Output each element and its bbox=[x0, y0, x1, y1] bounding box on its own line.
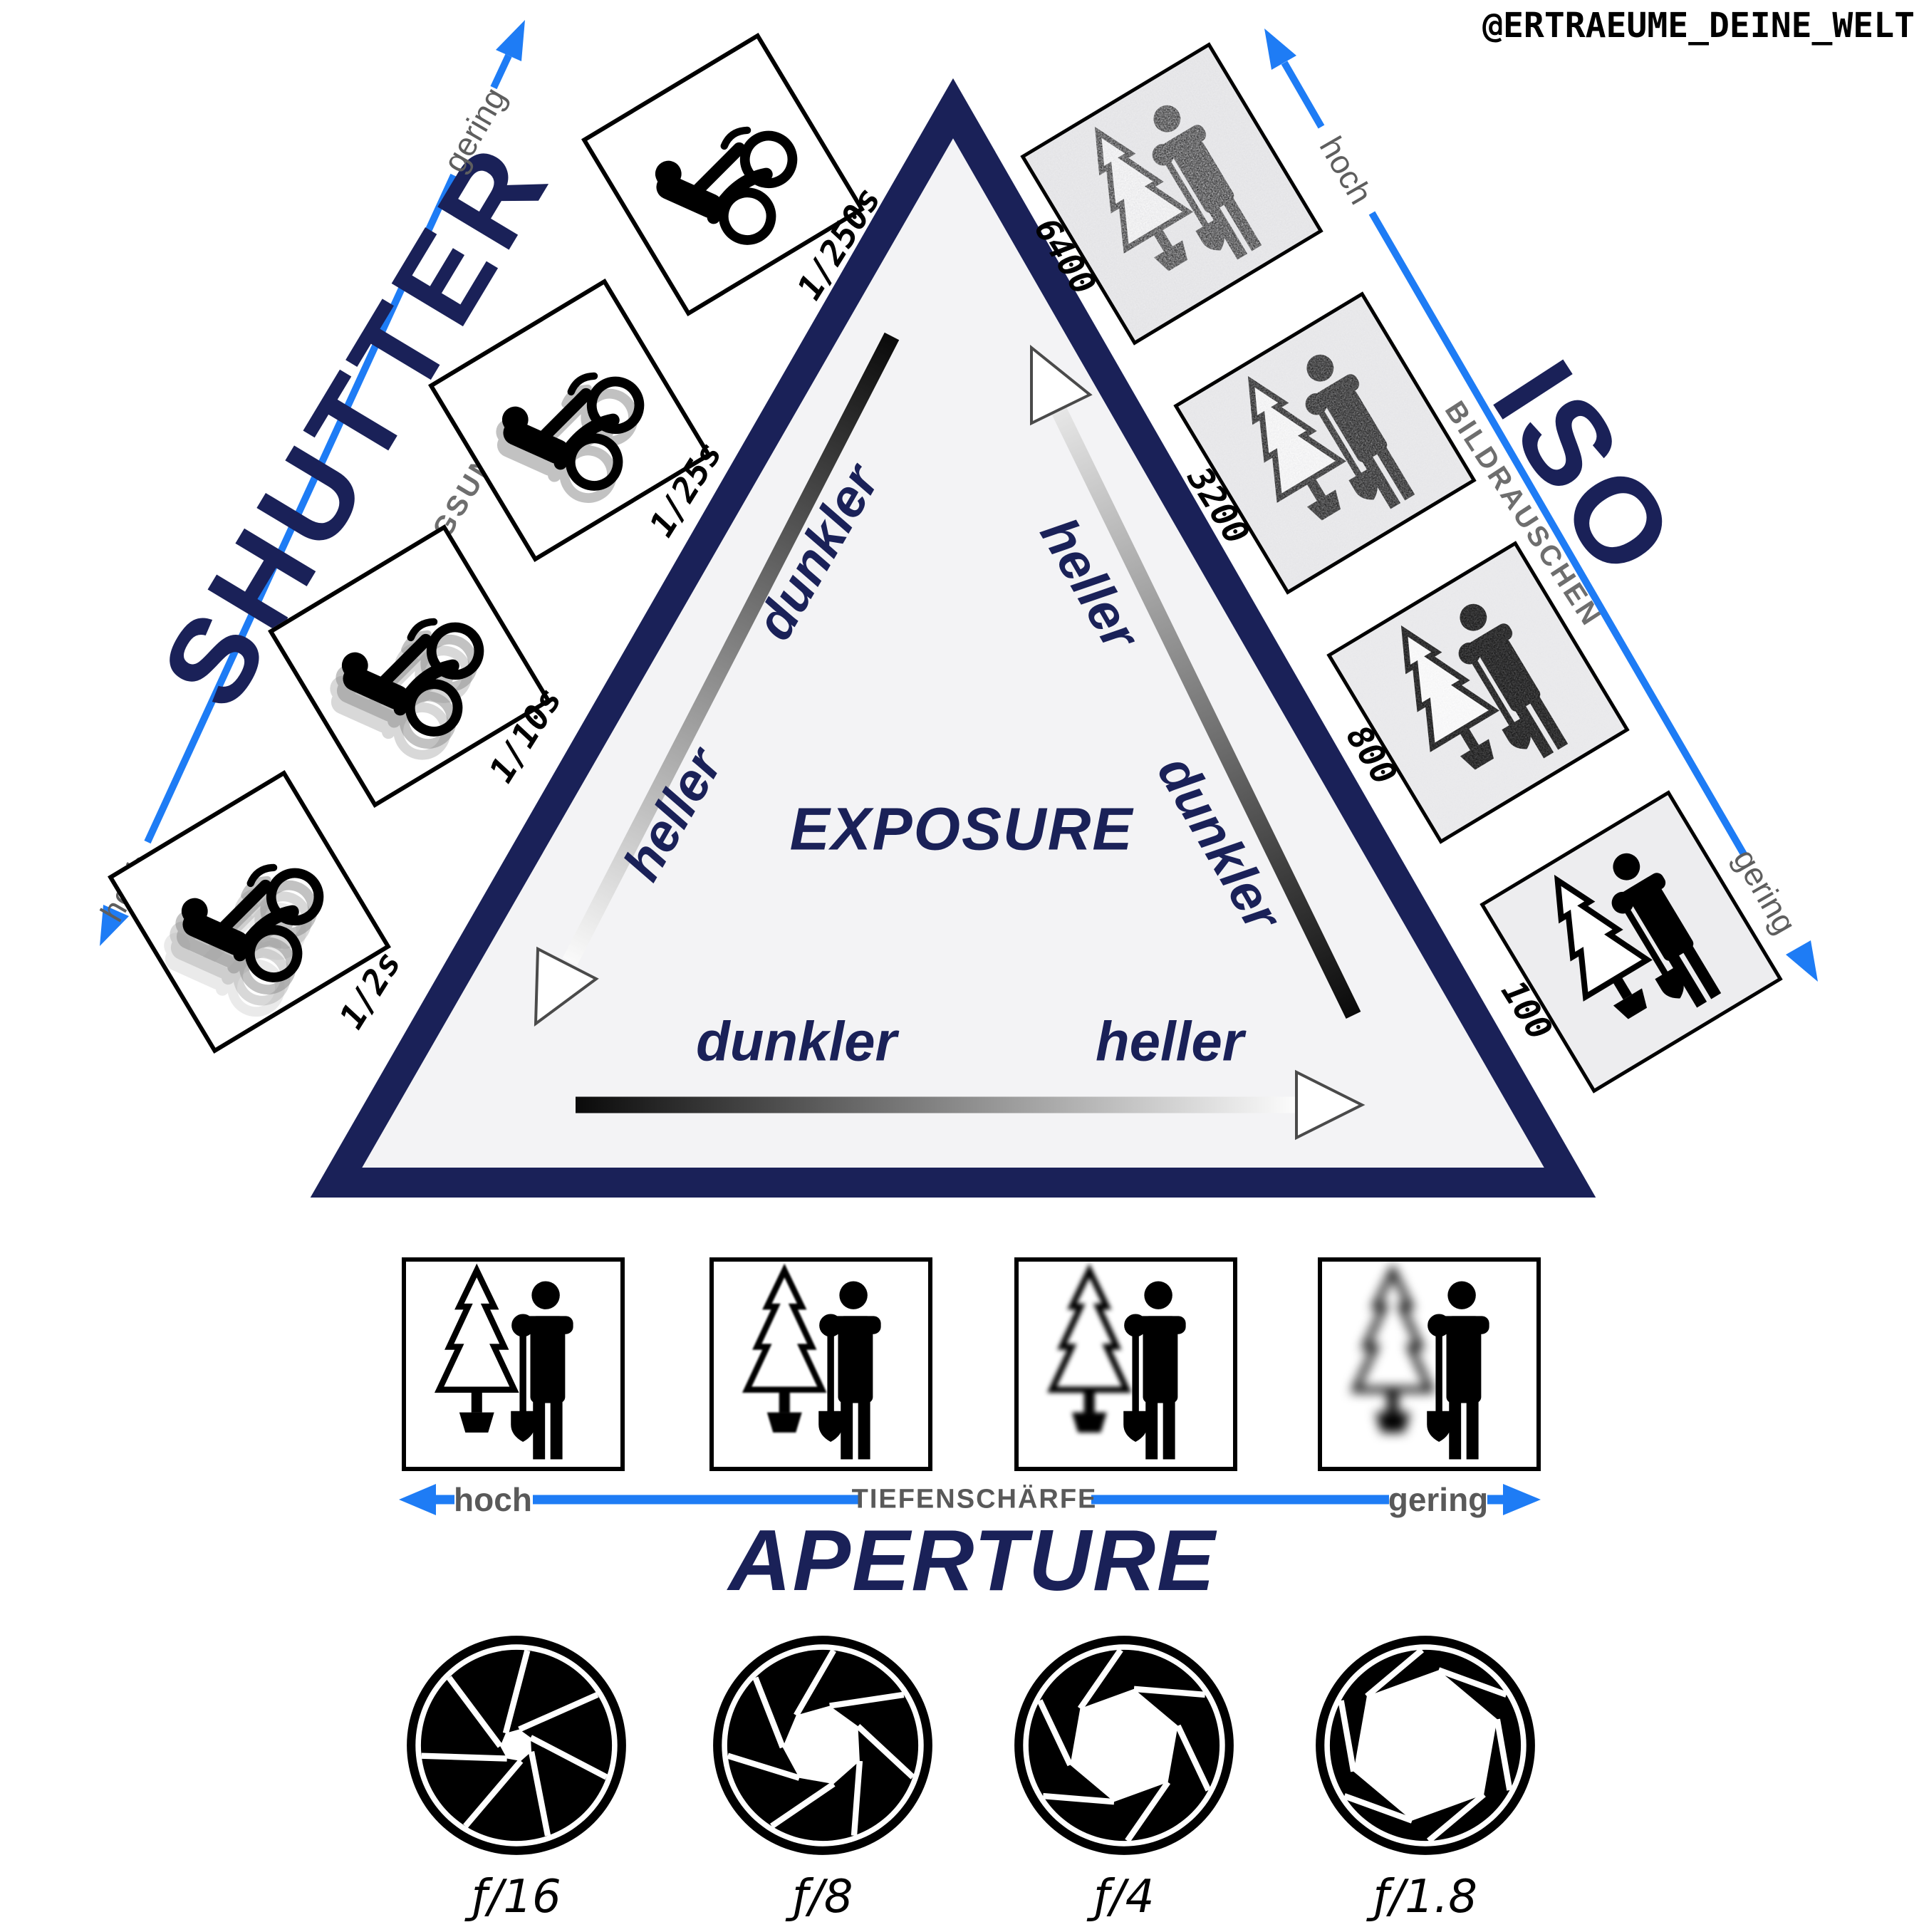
aperture-sample-box bbox=[709, 1257, 932, 1471]
bottom-edge-right-label: heller bbox=[1095, 1009, 1244, 1073]
f-stop-label: ƒ/4 bbox=[1093, 1871, 1155, 1923]
tree-person-icon bbox=[1350, 1263, 1489, 1460]
aperture-axis-arrow bbox=[399, 1484, 1541, 1515]
aperture-title: APERTURE bbox=[728, 1512, 1217, 1609]
pine-tree-icon bbox=[742, 1263, 827, 1433]
aperture-sample-box bbox=[401, 1257, 625, 1471]
f-stop-label: ƒ/8 bbox=[792, 1871, 853, 1923]
shutter-sample-tile bbox=[581, 33, 865, 316]
cyclist-icon bbox=[655, 126, 798, 245]
f-stop-label: ƒ/16 bbox=[472, 1871, 561, 1923]
cyclist-icon bbox=[496, 372, 645, 503]
shutter-sample-tile bbox=[108, 770, 391, 1054]
pine-tree-icon bbox=[434, 1263, 519, 1433]
author-handle: @ERTRAEUME_DEINE_WELT bbox=[1482, 6, 1915, 46]
triangle-title: EXPOSURE bbox=[789, 795, 1134, 863]
iso-gradient-arrow bbox=[1030, 344, 1361, 1019]
aperture-iris-icon bbox=[709, 1631, 937, 1859]
aperture-axis-label: TIEFENSCHÄRFE bbox=[851, 1484, 1098, 1515]
f-stop-label: ƒ/1.8 bbox=[1373, 1871, 1477, 1923]
aperture-iris-icon bbox=[1311, 1631, 1539, 1859]
person-with-shovel-icon bbox=[1611, 853, 1722, 1008]
iso-axis-arrow bbox=[1264, 28, 1818, 982]
aperture-axis-right-label: gering bbox=[1388, 1481, 1489, 1518]
person-with-shovel-icon bbox=[818, 1281, 881, 1460]
aperture-axis-left-label: hoch bbox=[454, 1481, 532, 1518]
shutter-gradient-arrow bbox=[534, 332, 900, 1027]
person-with-shovel-icon bbox=[1123, 1281, 1186, 1460]
aperture-sample-box bbox=[1317, 1257, 1541, 1471]
pine-tree-icon bbox=[1046, 1263, 1132, 1433]
aperture-iris-icon bbox=[402, 1631, 630, 1859]
noisy-tree-person-icon bbox=[1331, 546, 1625, 839]
iso-sample-tile bbox=[1020, 42, 1323, 346]
shutter-axis-arrow bbox=[100, 20, 525, 946]
noisy-tree-person-icon bbox=[1025, 47, 1319, 341]
person-with-shovel-icon bbox=[1426, 1281, 1489, 1460]
person-with-shovel-icon bbox=[510, 1281, 573, 1460]
noisy-tree-person-icon bbox=[1554, 853, 1722, 1019]
exposure-triangle bbox=[310, 78, 1596, 1198]
aperture-iris-icon bbox=[1010, 1631, 1238, 1859]
tree-person-icon bbox=[742, 1263, 881, 1460]
cyclist-icon bbox=[330, 618, 484, 760]
tree-person-icon bbox=[1046, 1263, 1186, 1460]
shutter-sample-tile bbox=[428, 279, 712, 562]
iso-sample-tile bbox=[1479, 790, 1783, 1094]
aperture-sample-box bbox=[1014, 1257, 1237, 1471]
pine-tree-icon bbox=[1554, 874, 1653, 1019]
cyclist-icon bbox=[164, 863, 324, 1017]
aperture-gradient-arrow bbox=[576, 1069, 1366, 1141]
pine-tree-icon bbox=[1350, 1263, 1435, 1433]
bottom-edge-left-label: dunkler bbox=[696, 1009, 897, 1073]
iso-sample-tile bbox=[1173, 291, 1477, 595]
tree-person-icon bbox=[434, 1263, 573, 1460]
noisy-tree-person-icon bbox=[1178, 296, 1472, 590]
iso-sample-tile bbox=[1326, 541, 1630, 844]
shutter-sample-tile bbox=[268, 524, 551, 808]
